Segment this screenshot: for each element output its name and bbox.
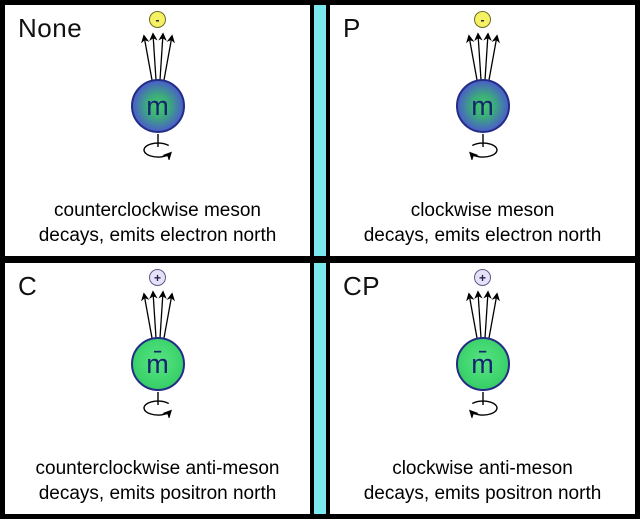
caption-line-2: decays, emits electron north <box>38 225 277 247</box>
meson-symbol: m <box>471 90 494 121</box>
caption: clockwise meson decays, emits electron n… <box>330 198 635 249</box>
rotation-arrow-icon <box>468 392 498 418</box>
quadrant-c: C + m̄ counterclockwise anti-me <box>5 263 310 514</box>
quadrant-none: None - m counterclockwise meson <box>5 5 310 256</box>
caption-line-1: counterclockwise meson <box>54 199 261 221</box>
emission-arrows-icon <box>140 290 175 339</box>
quadrant-label: P <box>343 13 361 43</box>
caption: counterclockwise anti-meson decays, emit… <box>5 456 310 507</box>
meson-circle: m <box>130 79 185 133</box>
spin-arrow <box>136 134 180 160</box>
emitted-particle: + <box>474 269 491 286</box>
rotation-arrow-icon <box>142 392 172 418</box>
caption-line-2: decays, emits positron north <box>363 483 602 505</box>
quadrant-cp: CP + m̄ clockwise anti-meson <box>330 263 635 514</box>
caption: counterclockwise meson decays, emits ele… <box>5 198 310 249</box>
emitted-particle-charge: - <box>480 12 485 27</box>
caption-line-2: decays, emits positron north <box>38 483 277 505</box>
emitted-particle: - <box>149 11 166 28</box>
caption-line-2: decays, emits electron north <box>363 225 602 247</box>
vertical-divider <box>310 5 330 256</box>
quadrant-label: C <box>18 271 38 301</box>
caption-line-1: counterclockwise anti-meson <box>35 457 280 479</box>
meson-symbol: m̄ <box>471 348 494 379</box>
meson-circle: m <box>455 79 510 133</box>
decay-diagram: - m <box>130 11 185 160</box>
emitted-particle: - <box>474 11 491 28</box>
emission-arrows-icon <box>465 290 500 339</box>
meson-circle: m̄ <box>455 337 510 391</box>
decay-diagram: + m̄ <box>455 269 510 418</box>
meson-symbol: m̄ <box>146 348 169 379</box>
spin-arrow <box>461 392 505 418</box>
spin-arrow <box>461 134 505 160</box>
horizontal-divider <box>5 256 635 263</box>
quadrant-label: CP <box>343 271 381 301</box>
emitted-particle-charge: + <box>478 270 486 285</box>
caption-line-1: clockwise meson <box>410 199 555 221</box>
quadrant-p: P - m clockwise meson dec <box>330 5 635 256</box>
emission-arrows-icon <box>140 32 175 81</box>
rotation-arrow-icon <box>142 134 172 160</box>
meson-circle: m̄ <box>130 337 185 391</box>
emitted-particle-charge: + <box>153 270 161 285</box>
caption: clockwise anti-meson decays, emits posit… <box>330 456 635 507</box>
emission-arrows-icon <box>465 32 500 81</box>
quadrant-label: None <box>18 13 83 43</box>
decay-diagram: - m <box>455 11 510 160</box>
meson-symbol: m <box>146 90 169 121</box>
caption-line-1: clockwise anti-meson <box>392 457 573 479</box>
emitted-particle-charge: - <box>155 12 160 27</box>
vertical-divider <box>310 263 330 514</box>
decay-diagram: + m̄ <box>130 269 185 418</box>
spin-arrow <box>136 392 180 418</box>
emitted-particle: + <box>149 269 166 286</box>
rotation-arrow-icon <box>468 134 498 160</box>
